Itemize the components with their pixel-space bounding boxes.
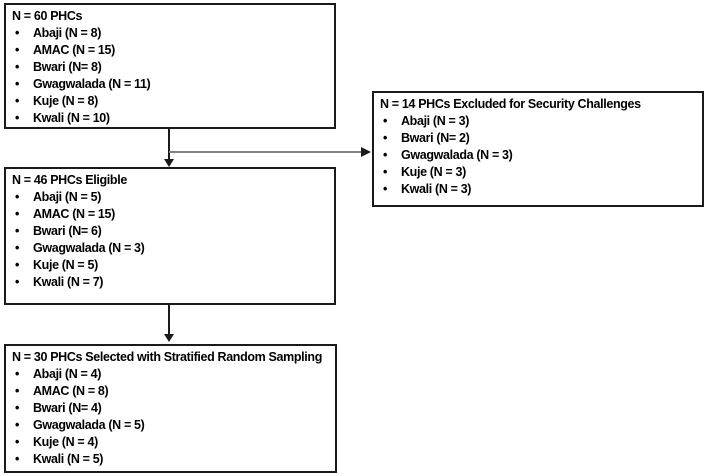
box-title-eligible: N = 46 PHCs Eligible — [12, 173, 127, 187]
flow-box-total-phcs: N = 60 PHCs • Abaji (N = 8) • AMAC (N = … — [4, 3, 336, 129]
arrowhead-right-excluded-icon — [361, 147, 371, 157]
phc-list-item-label: Bwari (N= 2) — [401, 131, 470, 145]
bullet-icon: • — [15, 401, 20, 415]
flow-box-eligible-phcs: N = 46 PHCs Eligible • Abaji (N = 5) • A… — [4, 167, 336, 305]
phc-list-item-label: Bwari (N= 6) — [33, 224, 102, 238]
box-title-total: N = 60 PHCs — [12, 9, 83, 23]
phc-list-item-label: AMAC (N = 8) — [33, 384, 109, 398]
phc-list-item-label: Kuje (N = 5) — [33, 258, 98, 272]
phc-list-item-label: Abaji (N = 8) — [33, 26, 102, 40]
phc-list-total: • Abaji (N = 8) • AMAC (N = 15) • Bwari … — [6, 25, 334, 127]
bullet-icon: • — [15, 77, 20, 91]
bullet-icon: • — [383, 148, 388, 162]
phc-list-item: • Kuje (N = 3) — [374, 164, 702, 181]
phc-list-item-label: Kwali (N = 3) — [401, 182, 472, 196]
phc-list-item: • Kuje (N = 8) — [6, 93, 334, 110]
phc-list-item: • Bwari (N= 8) — [6, 59, 334, 76]
phc-list-item: • Abaji (N = 4) — [6, 366, 335, 383]
bullet-icon: • — [15, 241, 20, 255]
bullet-icon: • — [15, 435, 20, 449]
phc-list-item: • Gwagwalada (N = 3) — [6, 240, 334, 257]
phc-list-item: • Abaji (N = 5) — [6, 189, 334, 206]
connector-total-to-eligible — [168, 128, 170, 161]
bullet-icon: • — [383, 114, 388, 128]
box-title-selected: N = 30 PHCs Selected with Stratified Ran… — [12, 350, 322, 364]
phc-list-item-label: Kuje (N = 4) — [33, 435, 98, 449]
phc-list-item: • Bwari (N= 4) — [6, 400, 335, 417]
phc-list-item-label: Abaji (N = 5) — [33, 190, 102, 204]
connector-total-to-excluded — [169, 151, 361, 153]
phc-list-item: • Gwagwalada (N = 3) — [374, 147, 702, 164]
phc-list-item: • Abaji (N = 8) — [6, 25, 334, 42]
flow-box-selected-phcs: N = 30 PHCs Selected with Stratified Ran… — [4, 344, 337, 473]
phc-list-item-label: AMAC (N = 15) — [33, 43, 115, 57]
bullet-icon: • — [15, 258, 20, 272]
phc-list-item-label: Bwari (N= 4) — [33, 401, 102, 415]
phc-list-item: • AMAC (N = 8) — [6, 383, 335, 400]
bullet-icon: • — [383, 182, 388, 196]
phc-list-item-label: Gwagwalada (N = 3) — [401, 148, 513, 162]
bullet-icon: • — [15, 224, 20, 238]
phc-list-item-label: Kuje (N = 3) — [401, 165, 466, 179]
phc-list-eligible: • Abaji (N = 5) • AMAC (N = 15) • Bwari … — [6, 189, 334, 291]
phc-list-item: • Kwali (N = 3) — [374, 181, 702, 198]
phc-list-item-label: Kwali (N = 10) — [33, 111, 110, 125]
phc-list-item: • Gwagwalada (N = 5) — [6, 417, 335, 434]
phc-list-item-label: AMAC (N = 15) — [33, 207, 115, 221]
phc-list-item: • Kwali (N = 5) — [6, 451, 335, 468]
phc-list-item: • Kuje (N = 5) — [6, 257, 334, 274]
phc-list-item: • Kuje (N = 4) — [6, 434, 335, 451]
bullet-icon: • — [15, 60, 20, 74]
phc-list-item: • Bwari (N= 6) — [6, 223, 334, 240]
bullet-icon: • — [15, 384, 20, 398]
phc-list-item-label: Gwagwalada (N = 3) — [33, 241, 145, 255]
arrowhead-down-eligible-icon — [164, 159, 174, 167]
phc-list-excluded: • Abaji (N = 3) • Bwari (N= 2) • Gwagwal… — [374, 113, 702, 198]
bullet-icon: • — [15, 275, 20, 289]
phc-list-item-label: Kuje (N = 8) — [33, 94, 98, 108]
phc-list-item-label: Gwagwalada (N = 5) — [33, 418, 145, 432]
arrowhead-down-selected-icon — [164, 334, 174, 342]
phc-list-item-label: Abaji (N = 4) — [33, 367, 102, 381]
bullet-icon: • — [15, 367, 20, 381]
phc-list-item: • Bwari (N= 2) — [374, 130, 702, 147]
bullet-icon: • — [15, 26, 20, 40]
phc-list-item-label: Bwari (N= 8) — [33, 60, 102, 74]
connector-eligible-to-selected — [168, 305, 170, 335]
phc-list-item: • AMAC (N = 15) — [6, 206, 334, 223]
phc-list-item-label: Kwali (N = 7) — [33, 275, 104, 289]
box-title-excluded: N = 14 PHCs Excluded for Security Challe… — [380, 97, 641, 111]
bullet-icon: • — [383, 131, 388, 145]
phc-list-item: • Kwali (N = 10) — [6, 110, 334, 127]
bullet-icon: • — [15, 452, 20, 466]
phc-list-item: • Kwali (N = 7) — [6, 274, 334, 291]
phc-list-selected: • Abaji (N = 4) • AMAC (N = 8) • Bwari (… — [6, 366, 335, 468]
phc-list-item-label: Abaji (N = 3) — [401, 114, 470, 128]
phc-list-item: • Gwagwalada (N = 11) — [6, 76, 334, 93]
bullet-icon: • — [15, 207, 20, 221]
flow-box-excluded-phcs: N = 14 PHCs Excluded for Security Challe… — [372, 91, 704, 207]
bullet-icon: • — [15, 190, 20, 204]
bullet-icon: • — [15, 418, 20, 432]
bullet-icon: • — [15, 111, 20, 125]
bullet-icon: • — [383, 165, 388, 179]
phc-list-item-label: Gwagwalada (N = 11) — [33, 77, 151, 91]
bullet-icon: • — [15, 43, 20, 57]
phc-list-item-label: Kwali (N = 5) — [33, 452, 104, 466]
bullet-icon: • — [15, 94, 20, 108]
phc-list-item: • Abaji (N = 3) — [374, 113, 702, 130]
phc-list-item: • AMAC (N = 15) — [6, 42, 334, 59]
